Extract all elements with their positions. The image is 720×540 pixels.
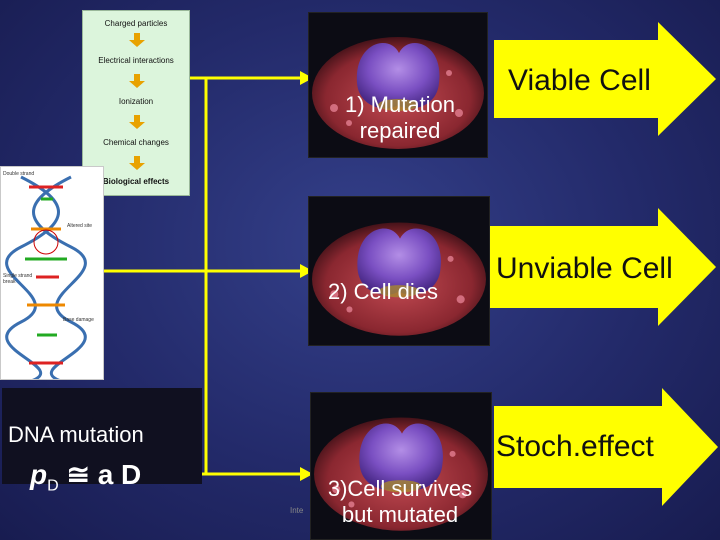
- outcome-1-result: Viable Cell: [508, 64, 651, 97]
- outcome-arrow-3: [494, 388, 718, 506]
- dna-label-3: Single strand break: [3, 273, 33, 285]
- arrowhead-3: [300, 467, 313, 481]
- cell-image-1: [308, 12, 488, 158]
- arrowhead-2: [300, 264, 313, 278]
- down-arrow-icon: [129, 33, 145, 47]
- mutation-label-box: DNA mutation pD ≅ a D: [2, 388, 202, 495]
- process-flow-box: Charged particles Electrical interaction…: [82, 10, 190, 196]
- flow-step-1: Charged particles: [104, 19, 168, 28]
- watermark-text: Inte: [290, 506, 304, 515]
- dna-label-1: Double strand: [3, 171, 35, 177]
- cell-image-2: [308, 196, 490, 346]
- outcome-arrow-2: [490, 208, 716, 326]
- flow-step-4: Chemical changes: [103, 138, 169, 147]
- mutation-title: DNA mutation: [8, 422, 144, 447]
- dna-label-4: Base damage: [63, 317, 94, 323]
- cell-image-3: [310, 392, 492, 540]
- cell-icon: [312, 222, 486, 336]
- outcome-3-result: Stoch.effect: [496, 430, 654, 463]
- mutation-formula: pD ≅ a D: [30, 459, 142, 495]
- down-arrow-icon: [129, 156, 145, 170]
- cell-icon: [312, 37, 484, 149]
- outcome-1-caption: 1) Mutation repaired: [344, 92, 456, 143]
- dna-helix-figure: Double strand Altered site Single strand…: [0, 166, 104, 380]
- down-arrow-icon: [129, 115, 145, 129]
- dna-helix-icon: [5, 175, 87, 379]
- outcome-2-caption: 2) Cell dies: [328, 279, 439, 304]
- down-arrow-icon: [129, 74, 145, 88]
- outcome-2-result: Unviable Cell: [496, 252, 673, 285]
- cell-icon: [314, 417, 488, 531]
- arrowhead-1: [300, 71, 313, 85]
- flow-step-2: Electrical interactions: [98, 56, 174, 65]
- flow-step-3: Ionization: [118, 97, 154, 106]
- outcome-3-caption: 3)Cell survives but mutated: [327, 476, 473, 527]
- flow-step-5: Biological effects: [102, 177, 170, 186]
- outcome-arrow-1: [494, 22, 716, 136]
- dna-label-2: Altered site: [67, 223, 93, 229]
